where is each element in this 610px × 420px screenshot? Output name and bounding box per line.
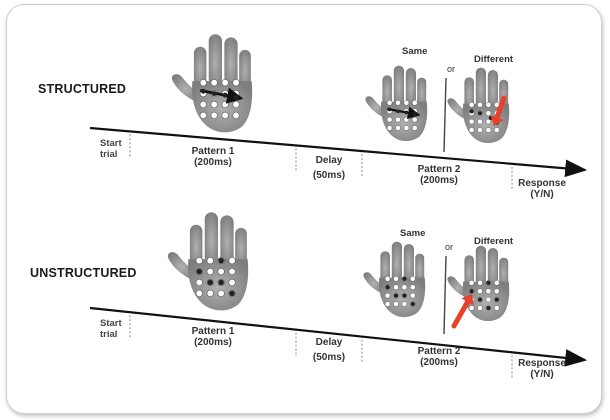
or-label: or bbox=[447, 64, 456, 74]
pattern1-duration: (200ms) bbox=[194, 157, 232, 168]
hand-icon bbox=[365, 65, 428, 142]
red-arrow-icon bbox=[490, 95, 507, 126]
hand-icon bbox=[171, 34, 253, 133]
pattern2-name: Pattern 2 bbox=[417, 346, 461, 357]
delay-label: Delay bbox=[315, 337, 343, 348]
response-duration: (Y/N) bbox=[530, 369, 554, 380]
start-trial-label: Start trial bbox=[100, 318, 122, 340]
pattern1-duration: (200ms) bbox=[194, 337, 232, 348]
delay-label: Delay bbox=[315, 155, 343, 166]
condition-label-structured: STRUCTURED bbox=[38, 82, 127, 96]
start-line-1: Start bbox=[100, 318, 122, 329]
or-divider bbox=[443, 255, 447, 335]
pattern2-name: Pattern 2 bbox=[417, 164, 461, 175]
hand-icon bbox=[447, 245, 510, 322]
response-label: Response (Y/N) bbox=[512, 178, 572, 200]
timeline-arrow-icon bbox=[89, 306, 588, 379]
pattern2-duration: (200ms) bbox=[420, 175, 458, 186]
hand-icon bbox=[167, 212, 249, 311]
response-name: Response bbox=[518, 178, 566, 189]
condition-label-unstructured: UNSTRUCTURED bbox=[30, 266, 137, 280]
red-arrow-icon bbox=[451, 294, 474, 329]
start-line-1: Start bbox=[100, 138, 122, 149]
or-label: or bbox=[445, 242, 454, 252]
pattern1-name: Pattern 1 bbox=[191, 326, 235, 337]
response-name: Response bbox=[518, 358, 566, 369]
delay-duration: (50ms) bbox=[312, 352, 346, 363]
response-duration: (Y/N) bbox=[530, 189, 554, 200]
pattern2-label: Pattern 2 (200ms) bbox=[404, 164, 474, 186]
start-line-2: trial bbox=[100, 329, 118, 340]
figure-frame bbox=[6, 4, 602, 414]
start-line-2: trial bbox=[100, 149, 118, 160]
or-divider bbox=[443, 77, 447, 153]
delay-duration: (50ms) bbox=[312, 170, 346, 181]
different-label: Different bbox=[474, 236, 514, 247]
pattern1-name: Pattern 1 bbox=[191, 146, 235, 157]
pattern2-label: Pattern 2 (200ms) bbox=[404, 346, 474, 368]
pattern1-label: Pattern 1 (200ms) bbox=[178, 326, 248, 348]
timeline-arrow-icon bbox=[89, 126, 588, 190]
same-label: Same bbox=[400, 228, 426, 239]
pattern1-label: Pattern 1 (200ms) bbox=[178, 146, 248, 168]
hand-icon bbox=[363, 241, 426, 318]
different-label: Different bbox=[474, 54, 514, 65]
response-label: Response (Y/N) bbox=[512, 358, 572, 380]
same-label: Same bbox=[402, 46, 428, 57]
pattern2-duration: (200ms) bbox=[420, 357, 458, 368]
start-trial-label: Start trial bbox=[100, 138, 122, 160]
